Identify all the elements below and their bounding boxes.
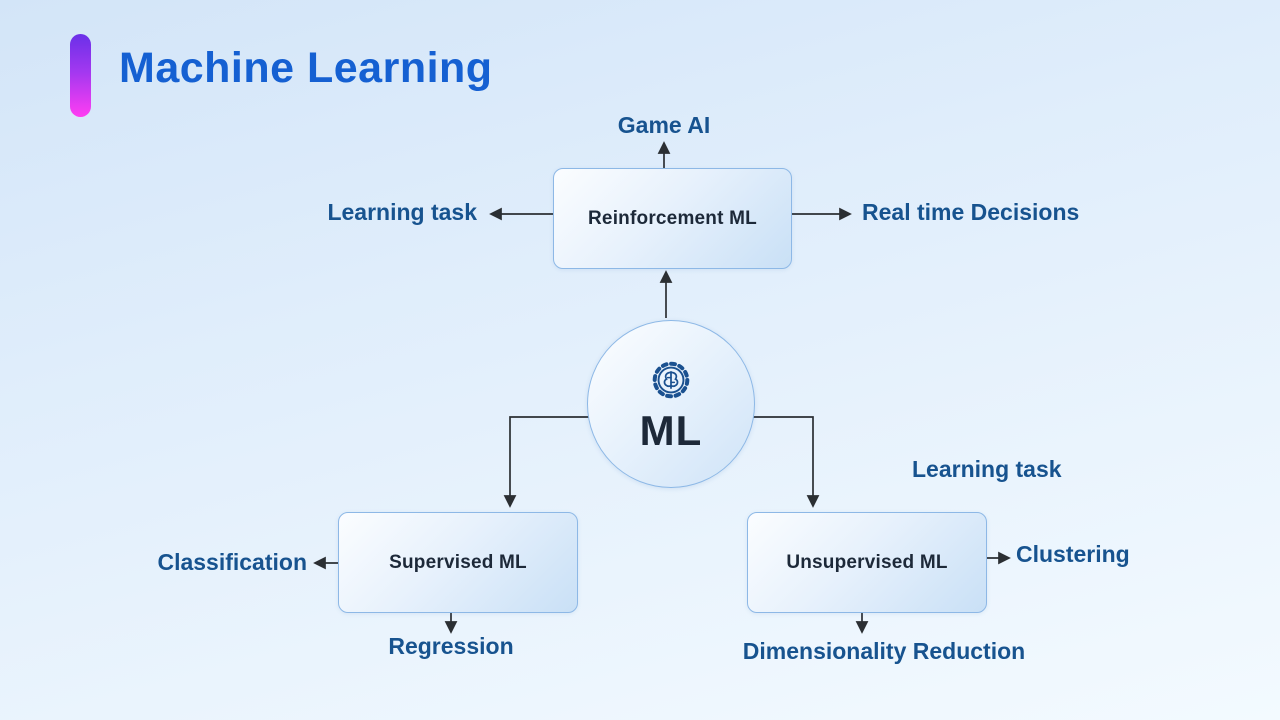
node-reinforcement-ml: Reinforcement ML [553, 168, 792, 269]
brain-gear-icon [648, 357, 694, 408]
label-real-time-decisions: Real time Decisions [862, 199, 1080, 225]
label-regression: Regression [388, 633, 514, 659]
title-accent-bar [70, 34, 91, 117]
connector-ml-to-supervised [503, 416, 596, 508]
node-supervised-label: Supervised ML [389, 551, 527, 573]
ml-center-label: ML [639, 406, 703, 454]
node-supervised-ml: Supervised ML [338, 512, 578, 613]
label-classification: Classification [157, 549, 307, 575]
node-unsupervised-label: Unsupervised ML [786, 551, 948, 573]
label-game-ai: Game AI [617, 112, 711, 138]
label-dimensionality-reduction: Dimensionality Reduction [742, 638, 1026, 664]
ml-center-node: ML [587, 320, 755, 488]
node-unsupervised-ml: Unsupervised ML [747, 512, 987, 613]
label-learning-task-top: Learning task [327, 199, 477, 225]
label-clustering: Clustering [1016, 541, 1130, 567]
connector-ml-to-unsupervised [747, 416, 820, 508]
label-learning-task-right: Learning task [912, 456, 1062, 482]
node-reinforcement-label: Reinforcement ML [588, 207, 757, 229]
page-title: Machine Learning [119, 44, 493, 92]
